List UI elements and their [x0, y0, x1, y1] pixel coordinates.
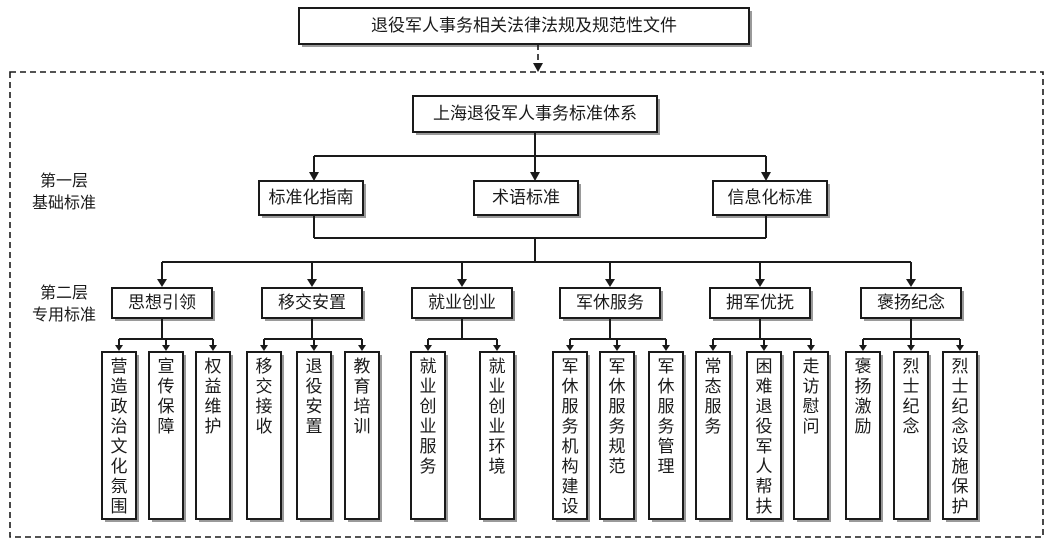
leaf-label: 军休服务机构建设: [562, 357, 579, 517]
layer1-title: 第一层: [40, 171, 88, 190]
leaf-arrowhead: [493, 345, 501, 351]
category-arrowhead: [457, 279, 467, 287]
category-label: 思想引领: [128, 293, 196, 313]
leaf-box: [195, 351, 231, 520]
leaf-label: 教育培训: [354, 357, 371, 437]
leaf-arrowhead: [807, 345, 815, 351]
leaf-arrowhead: [709, 345, 717, 351]
category-box: [111, 287, 213, 319]
layer2-subtitle: 专用标准: [32, 305, 96, 324]
leaf-label: 军休服务管理: [658, 357, 675, 477]
leaf-label: 宣传保障: [158, 357, 175, 437]
category-arrowhead: [605, 279, 615, 287]
leaf-label: 烈士纪念: [903, 357, 920, 437]
leaf-arrowhead: [662, 345, 670, 351]
category-label: 军休服务: [576, 293, 644, 313]
leaf-box: [344, 351, 380, 520]
category-label: 移交安置: [278, 293, 346, 313]
leaf-label: 走访慰问: [803, 357, 820, 437]
leaf-box: [479, 351, 515, 520]
svg-text:信息化标准: 信息化标准: [728, 188, 813, 208]
leaf-arrowhead: [310, 345, 318, 351]
leaf-box: [893, 351, 929, 520]
category-box: [559, 287, 661, 319]
layer2-title: 第二层: [40, 283, 88, 302]
basic-node-terminology: 术语标准: [473, 180, 581, 218]
leaf-arrowhead: [162, 345, 170, 351]
leaf-box: [942, 351, 978, 520]
leaf-label: 权益维护: [205, 357, 222, 437]
leaf-box: [148, 351, 184, 520]
leaf-arrowhead: [115, 345, 123, 351]
basic-to-category-connectors: [162, 215, 911, 263]
category-arrowhead: [906, 279, 916, 287]
svg-text:术语标准: 术语标准: [492, 188, 560, 208]
category-label: 拥军优抚: [726, 293, 794, 313]
leaf-box: [552, 351, 588, 520]
leaf-label: 移交接收: [256, 357, 273, 437]
leaf-label: 就业创业环境: [489, 357, 506, 477]
leaf-label: 营造政治文化氛围: [111, 357, 128, 517]
leaf-arrowhead: [566, 345, 574, 351]
leaf-label: 困难退役军人帮扶: [756, 357, 773, 517]
category-arrowhead: [157, 279, 167, 287]
leaf-box: [845, 351, 881, 520]
category-label: 就业创业: [428, 293, 496, 313]
category-box: [860, 287, 962, 319]
top-node-label: 退役军人事务相关法律法规及规范性文件: [371, 16, 677, 36]
basic-node-information: 信息化标准: [712, 180, 830, 218]
top-node: 退役军人事务相关法律法规及规范性文件: [298, 7, 752, 47]
root-node-label: 上海退役军人事务标准体系: [433, 104, 637, 124]
leaf-label: 常态服务: [705, 357, 722, 437]
category-arrowhead: [755, 279, 765, 287]
leaf-box: [793, 351, 829, 520]
leaf-box: [746, 351, 782, 520]
basic-node-guide: 标准化指南: [258, 180, 366, 218]
leaf-label: 烈士纪念设施保护: [952, 357, 969, 517]
leaf-label: 褒扬激励: [855, 357, 872, 437]
layer1-subtitle: 基础标准: [32, 193, 96, 212]
leaf-arrowhead: [358, 345, 366, 351]
leaf-box: [695, 351, 731, 520]
leaf-arrowhead: [859, 345, 867, 351]
category-arrowhead: [307, 279, 317, 287]
top-dashed-arrowhead: [533, 63, 543, 72]
svg-text:标准化指南: 标准化指南: [269, 188, 354, 208]
root-to-basic-connectors: [309, 132, 771, 181]
leaf-arrowhead: [956, 345, 964, 351]
leaf-arrowhead: [760, 345, 768, 351]
leaf-label: 就业创业服务: [420, 357, 437, 477]
leaf-box: [101, 351, 137, 520]
leaf-arrowhead: [424, 345, 432, 351]
leaf-arrowhead: [209, 345, 217, 351]
category-box: [411, 287, 513, 319]
leaf-label: 退役安置: [306, 357, 323, 437]
leaf-arrowhead: [907, 345, 915, 351]
leaf-box: [296, 351, 332, 520]
leaf-box: [246, 351, 282, 520]
leaf-arrowhead: [613, 345, 621, 351]
leaf-box: [410, 351, 446, 520]
leaf-arrowhead: [260, 345, 268, 351]
system-frame: [9, 71, 1044, 538]
root-node: 上海退役军人事务标准体系: [412, 95, 660, 135]
leaf-box: [648, 351, 684, 520]
leaf-box: [599, 351, 635, 520]
category-label: 褒扬纪念: [877, 292, 945, 313]
leaf-label: 军休服务规范: [609, 357, 626, 477]
